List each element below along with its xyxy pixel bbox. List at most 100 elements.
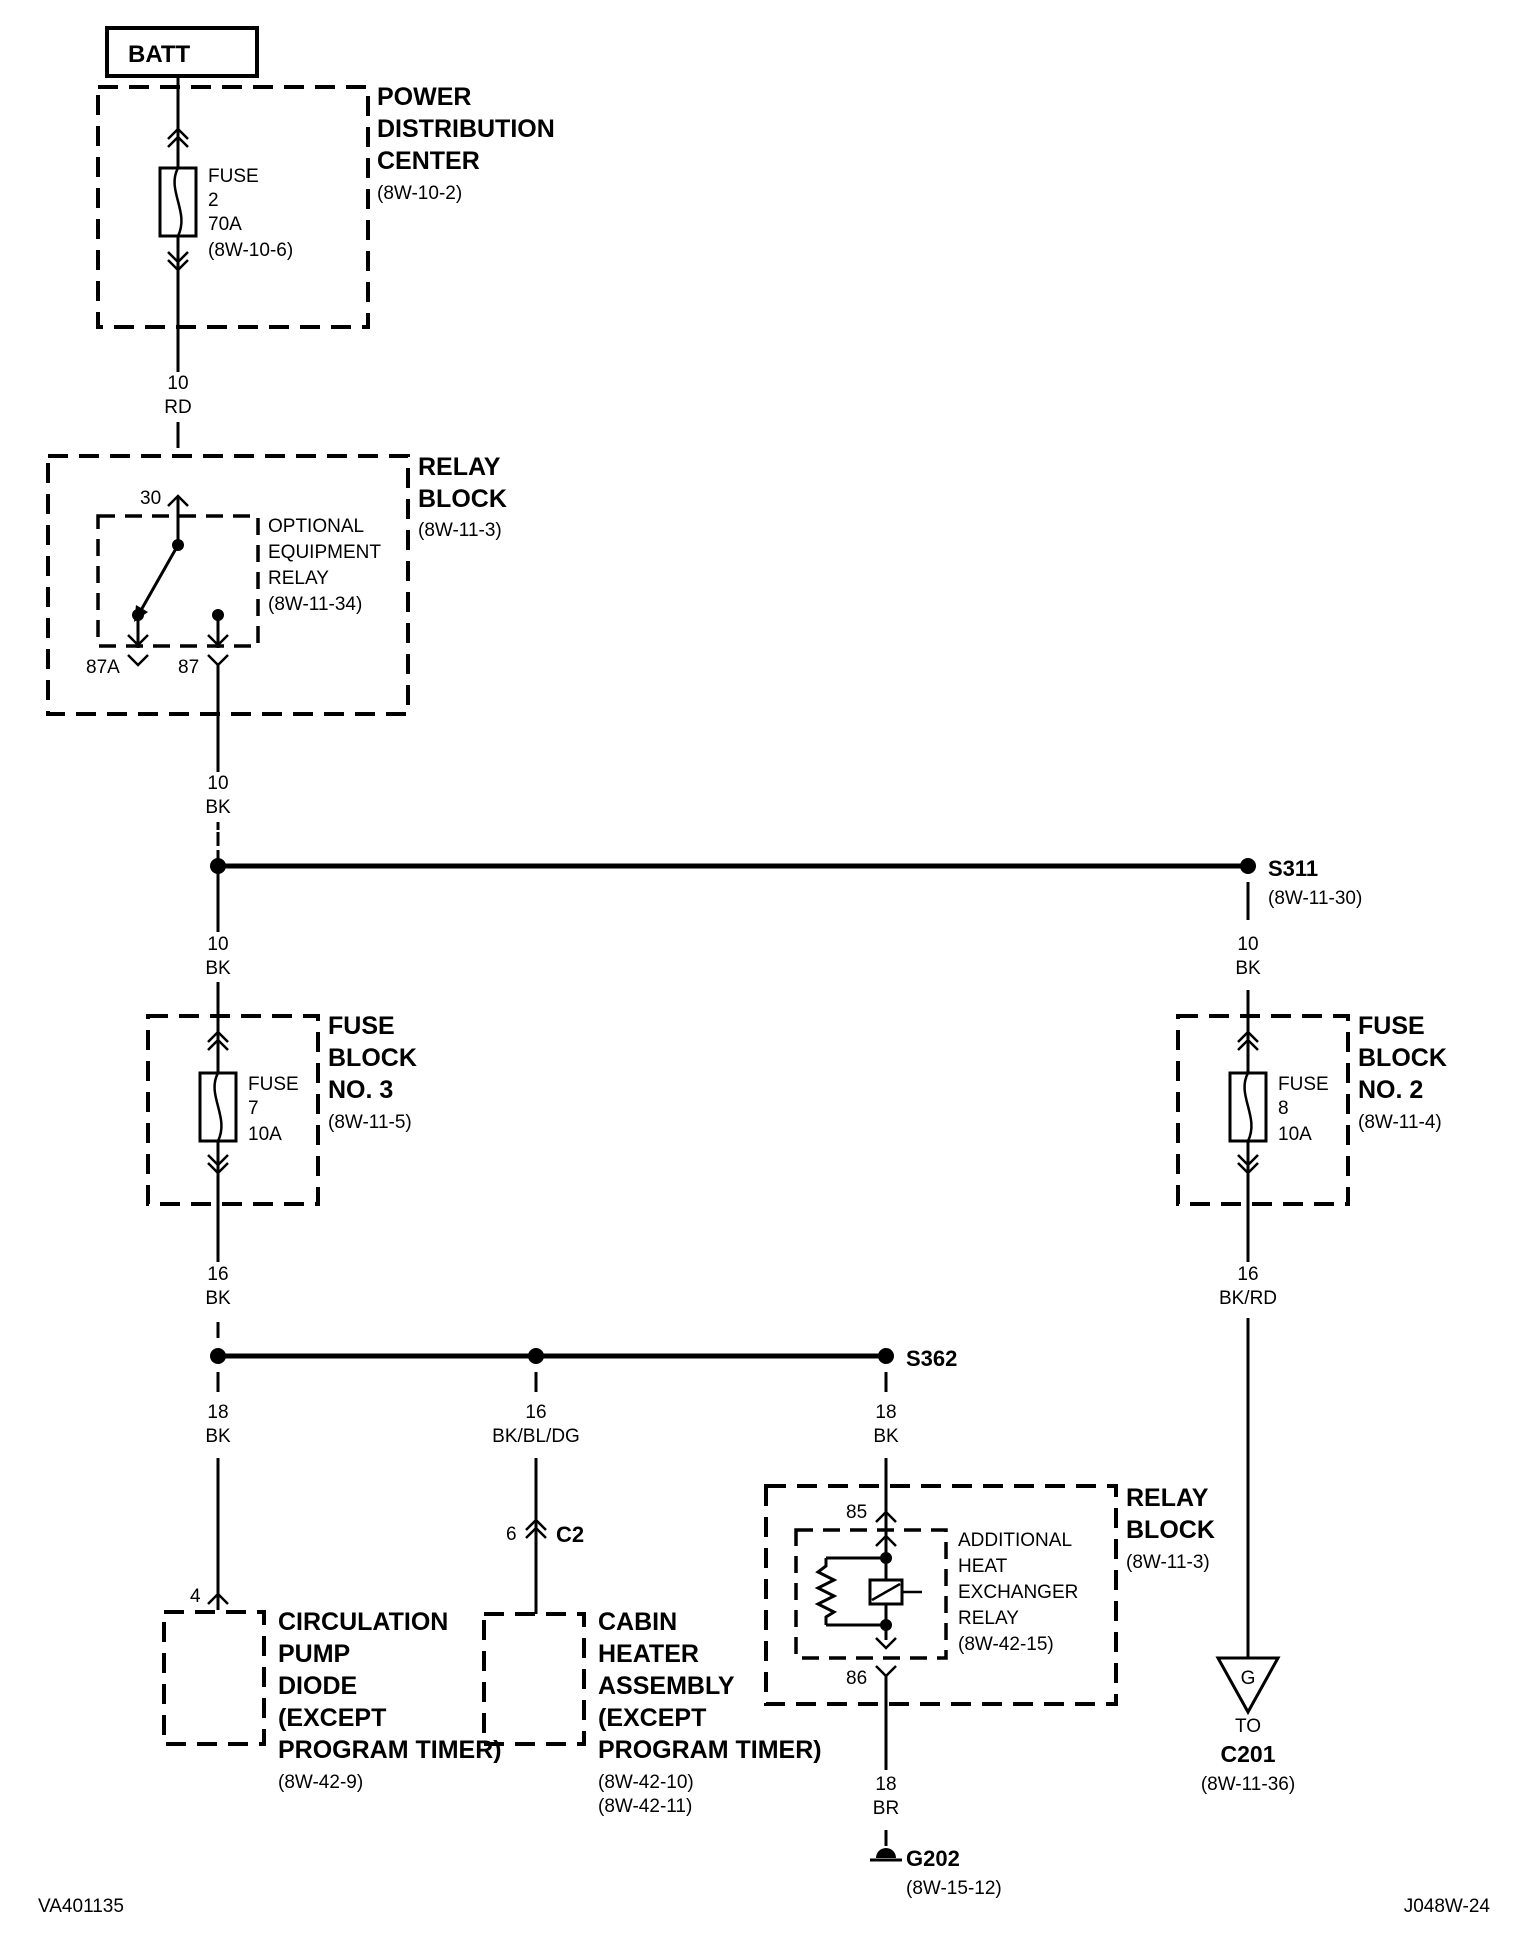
fb3-title-1: FUSE <box>328 1012 395 1040</box>
relay-block-top: RELAY BLOCK (8W-11-3) <box>46 453 507 716</box>
wire-18br-color: BR <box>873 1798 899 1819</box>
heater-title-4: (EXCEPT <box>598 1704 706 1732</box>
cabin-heater-assembly: CABIN HEATER ASSEMBLY (EXCEPT PROGRAM TI… <box>482 1608 822 1817</box>
wire-10bk-c-color: BK <box>1235 958 1261 979</box>
heat-relay-line5: (8W-42-15) <box>958 1634 1054 1655</box>
pdc-title-2: DISTRIBUTION <box>377 115 555 143</box>
c201-ref: (8W-11-36) <box>1201 1774 1295 1795</box>
fb2-title-1: FUSE <box>1358 1012 1425 1040</box>
fb2-title-2: BLOCK <box>1358 1044 1447 1072</box>
heater-title-3: ASSEMBLY <box>598 1672 735 1700</box>
footer-left: VA401135 <box>38 1896 124 1917</box>
pdc-title-1: POWER <box>377 83 471 111</box>
wire-10bk-b-color: BK <box>205 958 231 979</box>
connector-c2: 6 C2 <box>506 1518 584 1547</box>
g202-label: G202 <box>906 1846 960 1871</box>
relay-block-top-ref: (8W-11-3) <box>418 520 502 541</box>
relay-block-top-title-2: BLOCK <box>418 485 507 513</box>
pin-87: 87 <box>178 657 199 678</box>
wire-10bk-c-gauge: 10 <box>1237 934 1258 955</box>
relay-block-bottom-title-2: BLOCK <box>1126 1516 1215 1544</box>
pin-86: 86 <box>846 1668 867 1689</box>
wire-18br-gauge: 18 <box>875 1774 896 1795</box>
opt-relay-line2: EQUIPMENT <box>268 542 381 563</box>
heater-title-5: PROGRAM TIMER) <box>598 1736 822 1764</box>
wire-16bk-gauge: 16 <box>207 1264 228 1285</box>
fuse-block-no-3: FUSE BLOCK NO. 3 (8W-11-5) <box>146 1012 417 1206</box>
wire-16bkrd-color: BK/RD <box>1219 1288 1277 1309</box>
wire-18bk-a-color: BK <box>205 1426 231 1447</box>
wire-18bk-b-color: BK <box>873 1426 899 1447</box>
fuse7-line2: 7 <box>248 1098 259 1119</box>
heater-ref-2: (8W-42-11) <box>598 1796 692 1817</box>
s311-label: S311 <box>1268 856 1318 881</box>
c2-pin: 6 <box>506 1524 517 1545</box>
fb2-ref: (8W-11-4) <box>1358 1112 1442 1133</box>
heat-relay-line1: ADDITIONAL <box>958 1530 1072 1551</box>
heater-ref-1: (8W-42-10) <box>598 1772 694 1793</box>
s311-ref: (8W-11-30) <box>1268 888 1362 909</box>
connector-c201: G TO C201 (8W-11-36) <box>1201 1656 1295 1795</box>
heat-relay-line4: RELAY <box>958 1608 1019 1629</box>
wire-16bkbldg-gauge: 16 <box>525 1402 546 1423</box>
pump-title-2: PUMP <box>278 1640 350 1668</box>
c2-label: C2 <box>556 1522 584 1547</box>
power-distribution-center: POWER DISTRIBUTION CENTER (8W-10-2) <box>96 83 555 329</box>
footer-right: J048W-24 <box>1404 1896 1491 1917</box>
splice-s311: S311 (8W-11-30) <box>1268 856 1362 909</box>
pdc-ref: (8W-10-2) <box>377 183 462 204</box>
batt-label: BATT <box>128 41 191 68</box>
pump-title-1: CIRCULATION <box>278 1608 448 1636</box>
heat-relay-line2: HEAT <box>958 1556 1008 1577</box>
fuse2-line4: (8W-10-6) <box>208 240 293 261</box>
heater-title-2: HEATER <box>598 1640 699 1668</box>
battery: BATT <box>105 26 259 78</box>
s362-label: S362 <box>906 1346 957 1371</box>
wire-10bk-a-color: BK <box>205 797 231 818</box>
fb2-title-3: NO. 2 <box>1358 1076 1423 1104</box>
pdc-title-3: CENTER <box>377 147 480 175</box>
relay-block-bottom: RELAY BLOCK (8W-11-3) <box>764 1484 1215 1706</box>
wire-16bk-color: BK <box>205 1288 231 1309</box>
pump-ref: (8W-42-9) <box>278 1772 363 1793</box>
fuse2-line2: 2 <box>208 190 219 211</box>
fuse8-line1: FUSE <box>1278 1074 1329 1095</box>
fuse-block-no-2: FUSE BLOCK NO. 2 (8W-11-4) <box>1176 1012 1447 1206</box>
circulation-pump-diode: CIRCULATION PUMP DIODE (EXCEPT PROGRAM T… <box>162 1608 502 1793</box>
pin-30: 30 <box>140 488 161 509</box>
optional-equipment-relay <box>96 514 260 648</box>
fb3-title-2: BLOCK <box>328 1044 417 1072</box>
c201-to: TO <box>1235 1716 1261 1737</box>
pin-85: 85 <box>846 1502 867 1523</box>
wire-18bk-a-gauge: 18 <box>207 1402 228 1423</box>
additional-heat-exchanger-relay <box>794 1528 948 1660</box>
pump-title-4: (EXCEPT <box>278 1704 386 1732</box>
opt-relay-line1: OPTIONAL <box>268 516 364 537</box>
relay-block-top-title-1: RELAY <box>418 453 501 481</box>
relay-block-bottom-ref: (8W-11-3) <box>1126 1552 1210 1573</box>
relay-block-bottom-title-1: RELAY <box>1126 1484 1209 1512</box>
wire-16bkrd-gauge: 16 <box>1237 1264 1258 1285</box>
fuse7-line3: 10A <box>248 1124 282 1145</box>
fuse8-line2: 8 <box>1278 1098 1289 1119</box>
splice-s362: S362 <box>906 1346 957 1371</box>
wire-18bk-b-gauge: 18 <box>875 1402 896 1423</box>
pin-87a: 87A <box>86 657 120 678</box>
fuse-8 <box>1228 1071 1268 1143</box>
pump-title-3: DIODE <box>278 1672 357 1700</box>
heater-title-1: CABIN <box>598 1608 677 1636</box>
fb3-ref: (8W-11-5) <box>328 1112 412 1133</box>
wire-10rd-gauge: 10 <box>167 373 188 394</box>
c201-symbol: G <box>1241 1668 1256 1689</box>
fb3-title-3: NO. 3 <box>328 1076 393 1104</box>
heat-relay-line3: EXCHANGER <box>958 1582 1078 1603</box>
wire-10bk-b-gauge: 10 <box>207 934 228 955</box>
wire-10rd-color: RD <box>164 397 191 418</box>
opt-relay-line4: (8W-11-34) <box>268 594 362 615</box>
c201-label: C201 <box>1221 1741 1276 1767</box>
wire-10bk-a-gauge: 10 <box>207 773 228 794</box>
fuse-7 <box>198 1071 238 1143</box>
fuse2-line1: FUSE <box>208 166 259 187</box>
g202-ref: (8W-15-12) <box>906 1878 1002 1899</box>
